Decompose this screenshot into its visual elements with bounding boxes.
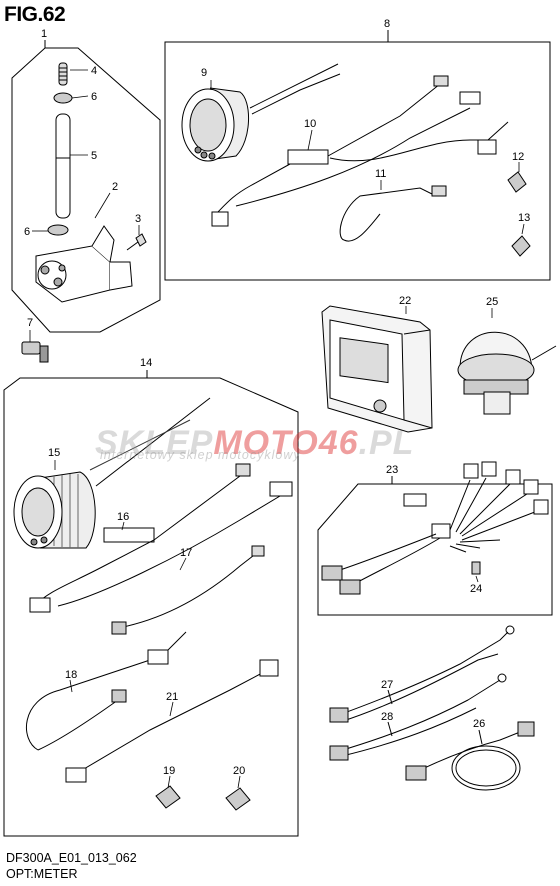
group-frame-14	[3, 377, 299, 837]
group-frame-8	[164, 41, 551, 281]
callout-23: 23	[386, 464, 398, 476]
figure-subtitle: OPT:METER	[6, 867, 78, 881]
group-frame-23	[317, 483, 553, 616]
tube-5	[55, 113, 71, 219]
callout-12: 12	[512, 151, 524, 163]
watermark-d: .PL	[358, 424, 415, 462]
watermark-b: MOTO	[213, 424, 319, 462]
callout-13: 13	[518, 212, 530, 224]
callout-24: 24	[470, 583, 482, 595]
callout-6b: 6	[24, 226, 30, 238]
harness-16-sleeve	[103, 527, 155, 543]
callout-1: 1	[41, 28, 47, 40]
cable-11	[339, 187, 437, 241]
cable-17	[117, 551, 259, 629]
sender-unit-assembly	[35, 62, 147, 303]
plug-13	[511, 235, 531, 257]
callout-11: 11	[375, 168, 386, 180]
harness-10-sleeve	[287, 149, 329, 165]
callout-15: 15	[48, 447, 60, 459]
callout-26: 26	[473, 718, 485, 730]
callout-28: 28	[381, 711, 393, 723]
callout-9: 9	[201, 67, 207, 79]
cable-26	[451, 745, 521, 791]
clamp-6-bottom	[47, 224, 69, 236]
watermark: SKLEPMOTO46.PL	[95, 424, 414, 463]
meter-15	[13, 471, 96, 549]
harness-27	[335, 631, 509, 717]
grommet-4	[58, 62, 68, 86]
figure-title: FIG.62	[4, 3, 66, 26]
callout-3: 3	[135, 213, 141, 225]
callout-5: 5	[91, 150, 97, 162]
callout-7: 7	[27, 317, 33, 329]
callout-6a: 6	[91, 91, 97, 103]
screw-24	[471, 561, 481, 575]
display-22	[321, 305, 433, 433]
callout-18: 18	[65, 669, 77, 681]
meter-9	[181, 87, 250, 162]
watermark-a: SKLEP	[95, 424, 214, 462]
plug-20	[225, 787, 251, 811]
group-frame-1	[11, 47, 161, 333]
harness-23	[321, 461, 549, 595]
callout-27: 27	[381, 679, 393, 691]
callout-14: 14	[140, 357, 152, 369]
cable-18	[26, 659, 151, 751]
clamp-6-top	[53, 92, 73, 104]
screw-3	[135, 233, 147, 247]
plug-19	[155, 785, 181, 809]
callout-10: 10	[304, 118, 316, 130]
callout-2: 2	[112, 181, 118, 193]
callout-19: 19	[163, 765, 175, 777]
callout-8: 8	[384, 18, 390, 30]
callout-17: 17	[180, 547, 192, 559]
cable-21	[71, 671, 265, 777]
callout-16: 16	[117, 511, 129, 523]
callout-21: 21	[166, 691, 178, 703]
watermark-c: 46	[318, 424, 359, 462]
plug-12	[507, 171, 527, 193]
watermark-tagline: internetowy sklep motocyklowy	[100, 448, 301, 462]
callout-20: 20	[233, 765, 245, 777]
callout-25: 25	[486, 296, 498, 308]
figure-code: DF300A_E01_013_062	[6, 851, 137, 865]
fitting-7	[21, 330, 49, 363]
gps-antenna-25	[457, 331, 557, 415]
callout-22: 22	[399, 295, 411, 307]
callout-4: 4	[91, 65, 97, 77]
harness-28	[335, 679, 501, 753]
